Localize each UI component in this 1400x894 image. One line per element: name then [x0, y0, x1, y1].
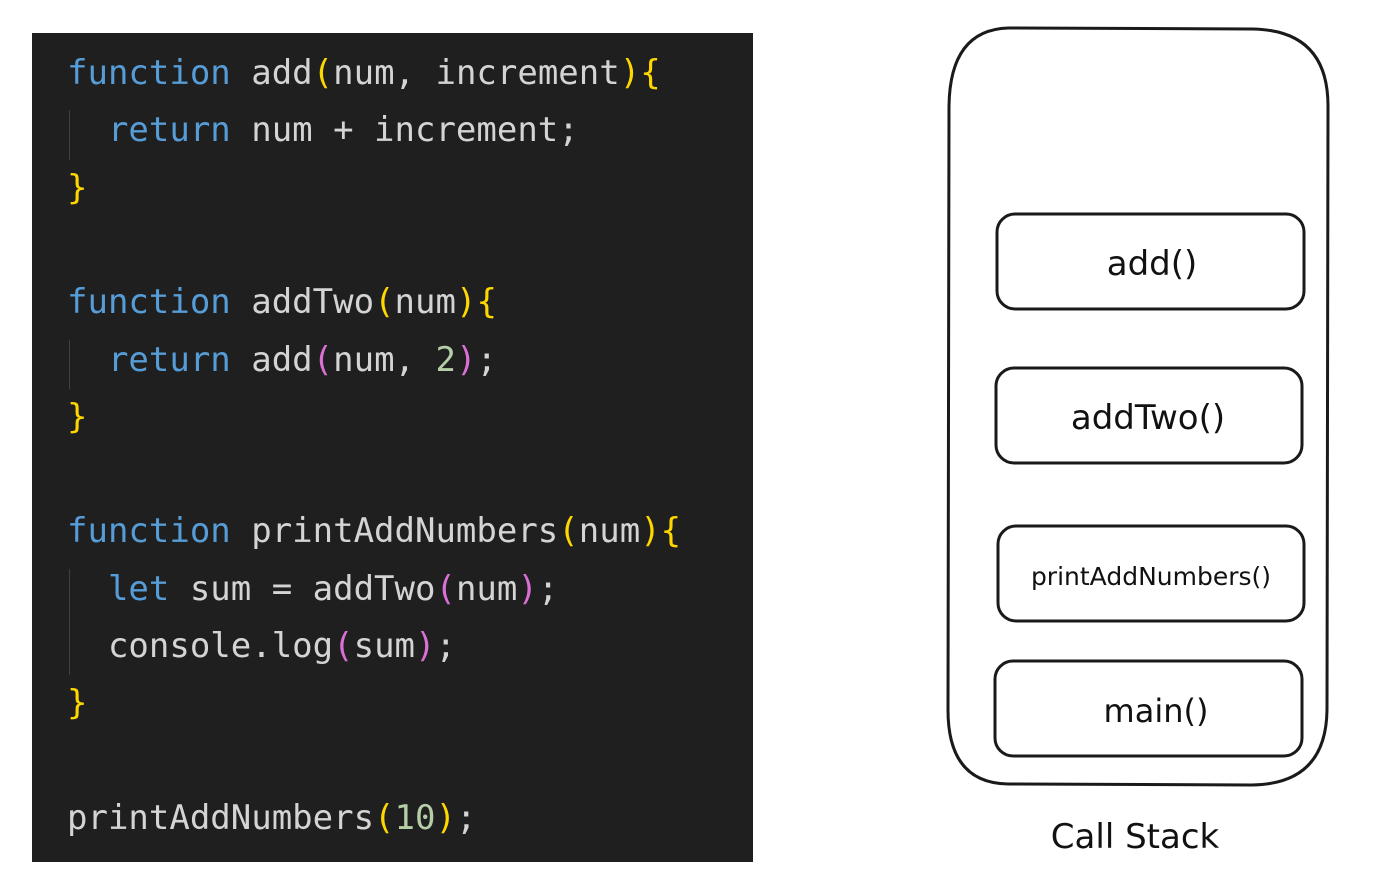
- call-stack-caption: Call Stack: [1051, 817, 1220, 857]
- stack-frame-addtwo-label: addTwo(): [1071, 398, 1225, 438]
- code-token-paren: (: [435, 568, 456, 609]
- code-token-brace: ): [455, 282, 477, 323]
- code-token-text: ;: [435, 626, 456, 666]
- code-token-text: sum: [353, 626, 416, 666]
- indent-guide: [69, 339, 70, 389]
- call-stack-diagram: add() addTwo() printAddNumbers() main() …: [946, 26, 1330, 857]
- stack-frame-addtwo: addTwo(): [994, 366, 1304, 465]
- code-token-brace: {: [660, 511, 682, 552]
- code-token-paren: (: [333, 626, 354, 666]
- code-token-keyword: return: [67, 339, 231, 380]
- stack-frame-printaddnumbers: printAddNumbers(): [996, 524, 1306, 623]
- indent-guide: [69, 568, 70, 676]
- code-token-text: num: [455, 568, 518, 609]
- code-line: return num + increment;: [67, 106, 579, 154]
- code-token-text: sum = addTwo: [169, 568, 436, 609]
- code-token-keyword: let: [67, 568, 170, 609]
- code-token-text: num, increment: [333, 53, 620, 93]
- code-token-text: add: [230, 53, 313, 93]
- code-token-brace: ): [619, 53, 641, 93]
- code-token-number: 2: [435, 339, 456, 380]
- stack-frame-add: add(): [995, 212, 1306, 311]
- code-token-text: add: [230, 339, 313, 380]
- code-line: console.log(sum);: [67, 622, 456, 670]
- code-token-brace: {: [640, 53, 661, 93]
- code-token-keyword: function: [67, 511, 231, 552]
- code-token-text: num,: [333, 339, 436, 380]
- code-token-paren: ): [415, 626, 436, 666]
- stack-frame-main-label: main(): [1104, 692, 1209, 730]
- code-line: function printAddNumbers(num){: [67, 507, 681, 555]
- code-token-paren: ): [517, 568, 538, 609]
- code-token-keyword: return: [67, 110, 231, 151]
- stack-frame-main: main(): [993, 659, 1304, 758]
- code-token-brace: (: [374, 282, 395, 323]
- call-stack-container: [946, 26, 1330, 787]
- code-token-text: console.log: [67, 626, 334, 666]
- stack-frame-printaddnumbers-label: printAddNumbers(): [1031, 562, 1271, 591]
- code-line: function addTwo(num){: [67, 278, 497, 326]
- code-token-brace: (: [374, 797, 395, 838]
- code-token-text: addTwo: [230, 282, 375, 323]
- indent-guide: [69, 110, 70, 160]
- code-token-keyword: function: [67, 282, 231, 323]
- code-token-brace: (: [312, 53, 334, 93]
- code-token-brace: }: [67, 396, 88, 437]
- code-line: printAddNumbers(10);: [67, 794, 476, 842]
- code-token-text: ;: [455, 797, 477, 838]
- code-token-text: printAddNumbers: [67, 797, 375, 838]
- code-token-brace: }: [67, 683, 88, 724]
- code-token-text: printAddNumbers: [230, 511, 559, 552]
- code-line: }: [67, 164, 87, 212]
- code-token-number: 10: [394, 797, 436, 838]
- code-token-brace: ): [640, 511, 661, 552]
- code-token-text: ;: [476, 339, 497, 380]
- code-token-text: num: [394, 282, 456, 323]
- code-editor-panel: function add(num, increment){ return num…: [32, 33, 753, 862]
- code-token-brace: ): [435, 797, 456, 838]
- code-token-brace: }: [67, 167, 88, 208]
- code-line: }: [67, 393, 87, 441]
- code-token-brace: {: [476, 282, 497, 323]
- code-token-brace: (: [558, 511, 579, 552]
- code-line: function add(num, increment){: [67, 49, 661, 97]
- code-token-text: num + increment;: [230, 110, 579, 151]
- code-token-text: ;: [537, 568, 559, 609]
- code-line: return add(num, 2);: [67, 336, 497, 384]
- code-token-paren: (: [312, 339, 334, 380]
- code-line: }: [67, 679, 87, 727]
- code-token-paren: ): [455, 339, 477, 380]
- stack-frame-add-label: add(): [1107, 244, 1198, 284]
- code-token-keyword: function: [67, 53, 231, 93]
- code-token-text: num: [578, 511, 641, 552]
- code-line: let sum = addTwo(num);: [67, 565, 558, 613]
